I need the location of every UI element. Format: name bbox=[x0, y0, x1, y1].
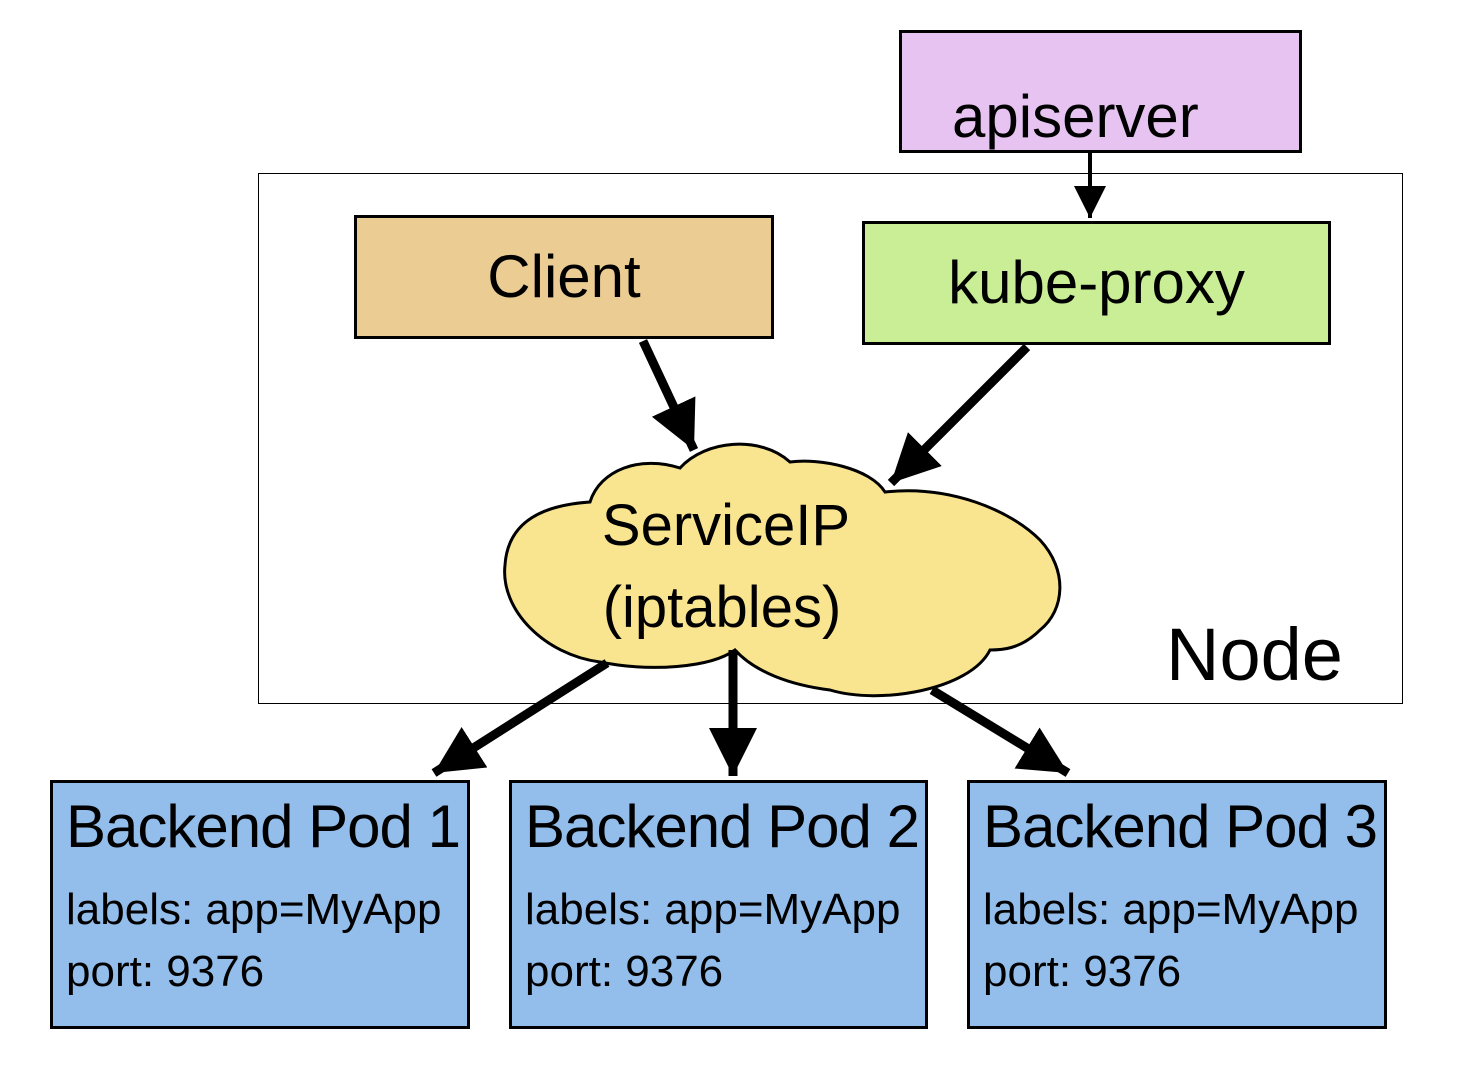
pod-title: Backend Pod 1 bbox=[66, 793, 461, 860]
pod-port: port: 9376 bbox=[66, 947, 265, 996]
backend-pod-1: Backend Pod 1 labels: app=MyApp port: 93… bbox=[50, 780, 470, 1029]
pod-port: port: 9376 bbox=[983, 947, 1182, 996]
pod-title: Backend Pod 3 bbox=[983, 793, 1378, 860]
pod-labels: labels: app=MyApp bbox=[525, 885, 901, 934]
backend-pod-2: Backend Pod 2 labels: app=MyApp port: 93… bbox=[509, 780, 928, 1029]
apiserver-label: apiserver bbox=[952, 83, 1199, 150]
pod-labels: labels: app=MyApp bbox=[66, 885, 442, 934]
client-box: Client bbox=[354, 215, 774, 339]
service-cloud: ServiceIP (iptables) bbox=[503, 442, 1062, 698]
pod-labels: labels: app=MyApp bbox=[983, 885, 1359, 934]
node-label: Node bbox=[1166, 613, 1343, 696]
pod-port: port: 9376 bbox=[525, 947, 724, 996]
arrow-service-to-pod-1 bbox=[431, 659, 610, 777]
client-label: Client bbox=[487, 243, 641, 310]
pod-title: Backend Pod 2 bbox=[525, 793, 920, 860]
arrow-kube-proxy-to-service bbox=[887, 343, 1031, 487]
kube-proxy-box: kube-proxy bbox=[862, 221, 1331, 345]
node-boundary bbox=[258, 173, 1403, 704]
kube-proxy-label: kube-proxy bbox=[948, 249, 1245, 316]
backend-pod-3: Backend Pod 3 labels: app=MyApp port: 93… bbox=[967, 780, 1387, 1029]
arrow-client-to-service bbox=[638, 339, 699, 452]
apiserver-box: apiserver bbox=[899, 30, 1302, 153]
service-label-line1: ServiceIP bbox=[602, 493, 850, 558]
arrows bbox=[431, 153, 1106, 777]
service-label-line2: (iptables) bbox=[603, 575, 842, 640]
cloud-shape bbox=[503, 442, 1062, 698]
arrow-service-to-pod-3 bbox=[929, 686, 1071, 777]
